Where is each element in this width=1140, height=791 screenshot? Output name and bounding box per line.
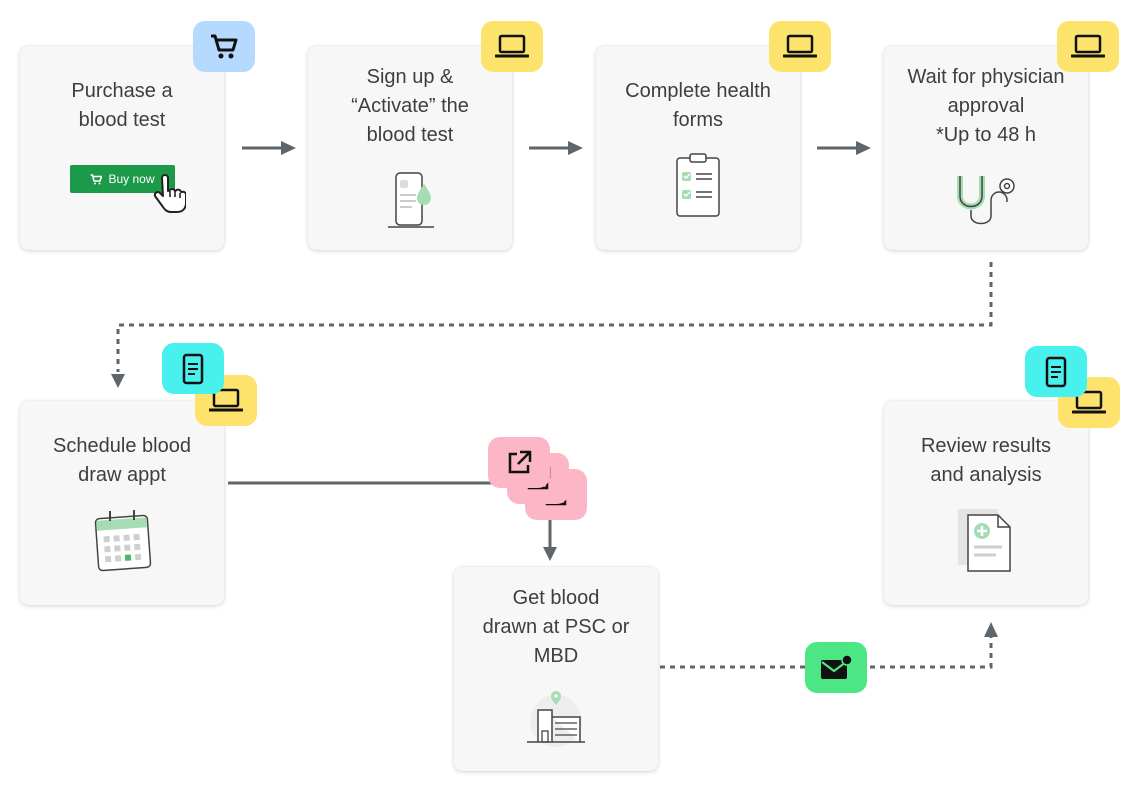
hand-cursor-icon bbox=[153, 174, 186, 213]
step-label: Purchase a blood test bbox=[71, 80, 173, 131]
laptop-badge bbox=[1057, 21, 1119, 72]
dashed-approval-to-schedule bbox=[116, 262, 993, 372]
dashed-draw-to-review bbox=[660, 636, 993, 669]
step-card-signup: Sign up & “Activate” the blood test bbox=[308, 46, 512, 250]
clipboard-checklist-icon bbox=[676, 153, 720, 217]
buy-now-label: Buy now bbox=[108, 172, 155, 186]
calendar-icon bbox=[94, 510, 152, 572]
mobile-badge bbox=[162, 343, 224, 394]
laptop-badge bbox=[769, 21, 831, 72]
mobile-icon bbox=[1045, 356, 1067, 387]
stethoscope-icon bbox=[957, 176, 1015, 225]
step-label: Wait for physician approval *Up to 48 h bbox=[907, 66, 1065, 146]
external-link-badge[interactable] bbox=[488, 437, 550, 488]
mobile-icon bbox=[182, 353, 204, 384]
cart-icon bbox=[90, 173, 103, 184]
step-label: Complete health forms bbox=[625, 80, 771, 131]
step-label: Get blood drawn at PSC or MBD bbox=[482, 587, 630, 667]
external-link-icon bbox=[508, 450, 532, 473]
laptop-icon bbox=[1072, 390, 1106, 413]
arrowhead bbox=[281, 141, 296, 155]
step-card-draw: Get blood drawn at PSC or MBD bbox=[454, 567, 658, 771]
laptop-badge bbox=[481, 21, 543, 72]
arrowhead bbox=[568, 141, 583, 155]
laptop-icon bbox=[495, 34, 529, 57]
step-label: Review results and analysis bbox=[920, 435, 1052, 486]
step-card-schedule: Schedule blood draw appt bbox=[20, 401, 224, 605]
arrowhead bbox=[984, 622, 998, 637]
step-card-forms: Complete health forms bbox=[596, 46, 800, 250]
medical-report-icon bbox=[958, 509, 1011, 572]
step-card-approval: Wait for physician approval *Up to 48 h bbox=[884, 46, 1088, 250]
email-icon bbox=[821, 654, 853, 679]
laptop-icon bbox=[209, 388, 243, 411]
email-badge[interactable] bbox=[805, 642, 867, 693]
laptop-icon bbox=[1071, 34, 1105, 57]
mobile-badge bbox=[1025, 346, 1087, 397]
arrowhead bbox=[543, 547, 557, 561]
step-card-purchase: Purchase a blood test Buy now bbox=[20, 46, 224, 250]
step-label: Sign up & “Activate” the blood test bbox=[351, 66, 469, 146]
step-label: Schedule blood draw appt bbox=[53, 435, 191, 486]
arrowhead bbox=[111, 374, 125, 388]
phone-activate-icon bbox=[388, 172, 434, 228]
step-card-review: Review results and analysis bbox=[884, 401, 1088, 605]
buy-now-button[interactable]: Buy now bbox=[70, 165, 175, 193]
lab-building-icon bbox=[527, 691, 585, 747]
cart-badge bbox=[193, 21, 255, 72]
cart-icon bbox=[211, 34, 238, 58]
arrowhead bbox=[856, 141, 871, 155]
laptop-icon bbox=[783, 34, 817, 57]
